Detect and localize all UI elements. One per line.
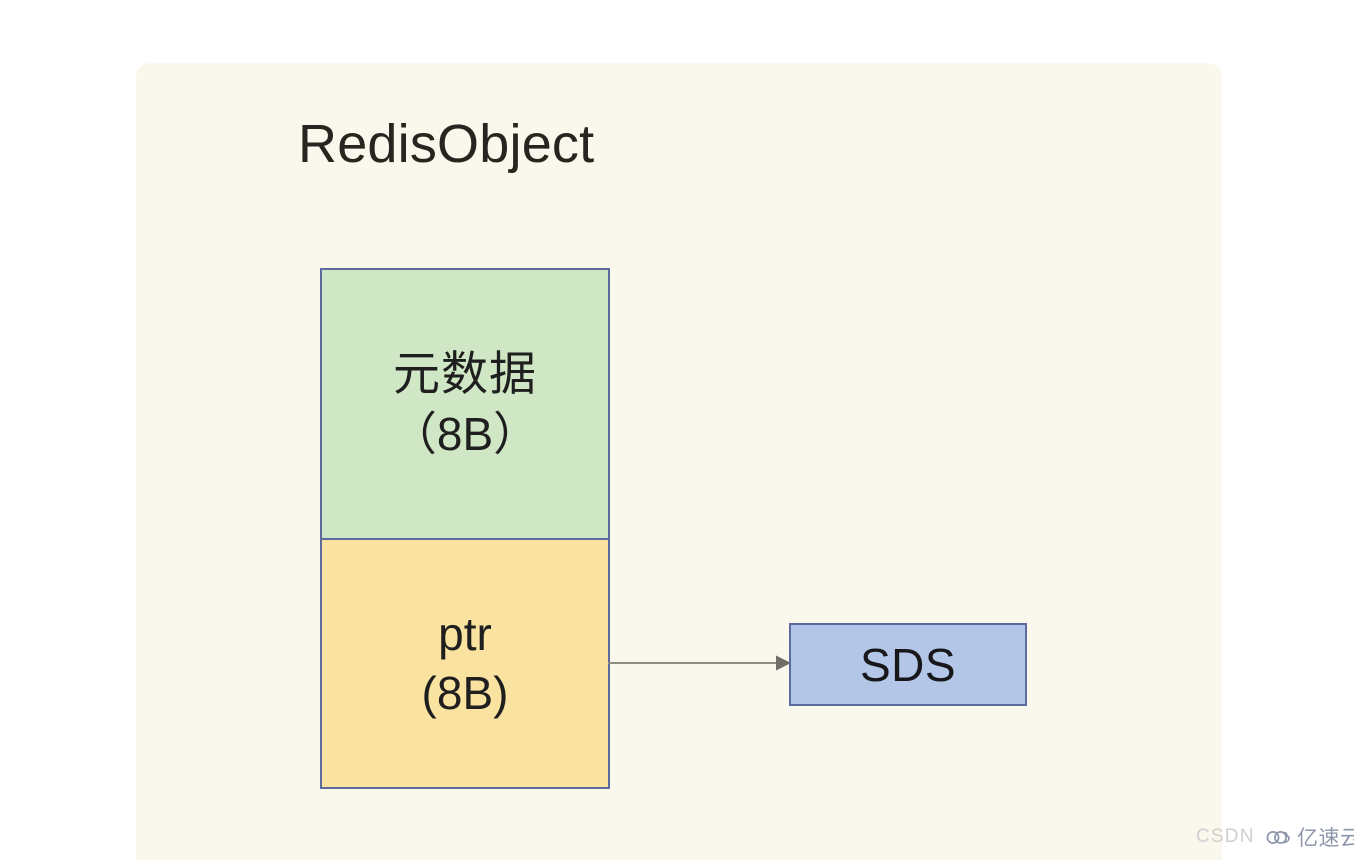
brand-watermark: 亿速云 bbox=[1266, 822, 1354, 852]
cloud-logo-icon bbox=[1266, 830, 1290, 844]
pointer-size: (8B) bbox=[421, 666, 509, 719]
sds-label: SDS bbox=[859, 638, 957, 691]
brand-watermark-text: 亿速云 bbox=[1297, 827, 1354, 850]
pointer-to-sds-arrow bbox=[608, 655, 791, 671]
page-title: RedisObject bbox=[298, 114, 595, 174]
metadata-label: 元数据 bbox=[393, 347, 537, 401]
diagram-card bbox=[136, 63, 1222, 860]
pointer-label: ptr bbox=[438, 607, 492, 660]
sds-node: SDS bbox=[789, 623, 1027, 706]
metadata-size: （8B） bbox=[390, 407, 540, 460]
redisobject-struct: 元数据 （8B） ptr (8B) bbox=[320, 268, 610, 789]
csdn-watermark: CSDN bbox=[1196, 826, 1255, 847]
struct-cell-pointer: ptr (8B) bbox=[320, 540, 610, 789]
struct-cell-metadata: 元数据 （8B） bbox=[320, 268, 610, 540]
